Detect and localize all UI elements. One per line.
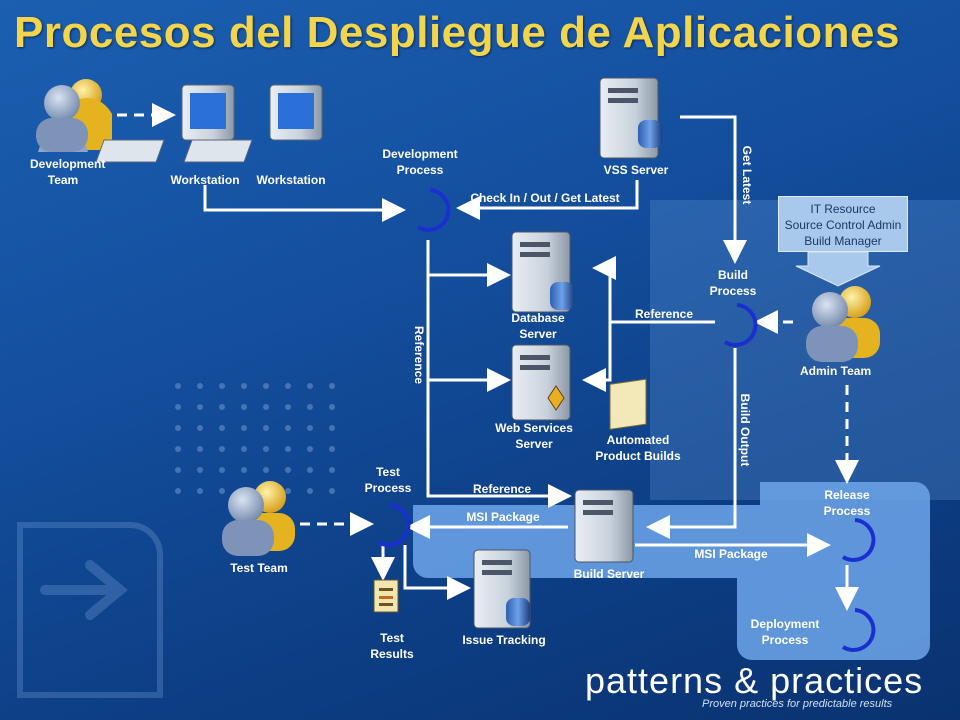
dot-grid	[175, 383, 335, 494]
admin-team-icon	[806, 286, 880, 362]
test-team-label: Test Team	[230, 561, 288, 575]
reference-vertical-label: Reference	[412, 325, 426, 385]
it-resource-arrow	[795, 251, 881, 287]
workstation-label-2: Workstation	[256, 173, 326, 187]
it-resource-box: IT Resource Source Control Admin Build M…	[778, 196, 908, 252]
build-output-label: Build Output	[738, 393, 752, 467]
it-resource-line2: Source Control Admin	[784, 218, 902, 232]
development-process-label: Development Process	[382, 147, 458, 177]
deployment-process-label: Deployment Process	[750, 617, 820, 647]
web-services-server-label: Web Services Server	[495, 421, 573, 451]
test-results-document-icon	[373, 579, 399, 613]
test-process-label: Test Process	[364, 465, 412, 495]
brand-tagline: Proven practices for predictable results	[702, 698, 893, 710]
check-in-out-label: Check In / Out / Get Latest	[470, 191, 620, 205]
it-resource-line3: Build Manager	[804, 234, 882, 248]
connectors	[117, 103, 859, 611]
workstation-label-1: Workstation	[170, 173, 240, 187]
reference-bottom-label: Reference	[472, 482, 532, 496]
admin-team-label: Admin Team	[800, 364, 872, 378]
build-server-icon	[574, 378, 647, 563]
test-results-label: Test Results	[370, 631, 414, 661]
issue-tracking-label: Issue Tracking	[462, 633, 546, 647]
web-services-server-icon	[511, 344, 571, 421]
release-process-label: Release Process	[823, 488, 871, 518]
build-server-label: Build Server	[573, 567, 645, 581]
build-process-label: Build Process	[709, 268, 757, 298]
issue-tracking-server-icon	[473, 549, 531, 629]
database-server-icon	[511, 231, 574, 313]
development-team-icon	[36, 79, 112, 152]
reference-build-label: Reference	[634, 307, 694, 321]
msi-package-right-label: MSI Package	[694, 547, 768, 561]
automated-product-builds-label: Automated Product Builds	[595, 433, 681, 463]
process-rings	[376, 188, 876, 652]
vss-server-icon	[599, 77, 662, 159]
it-resource-line1: IT Resource	[810, 202, 876, 216]
msi-package-left-label: MSI Package	[466, 510, 540, 524]
development-team-label: Development Team	[30, 157, 106, 187]
brand-name: patterns & practices	[585, 660, 924, 701]
page-title: Procesos del Despliegue de Aplicaciones	[14, 8, 900, 57]
workstation-icon-2	[183, 84, 323, 163]
vss-server-label: VSS Server	[603, 163, 669, 177]
get-latest-label: Get Latest	[740, 145, 754, 205]
database-server-label: Database Server	[511, 311, 565, 341]
test-team-icon	[222, 481, 295, 556]
